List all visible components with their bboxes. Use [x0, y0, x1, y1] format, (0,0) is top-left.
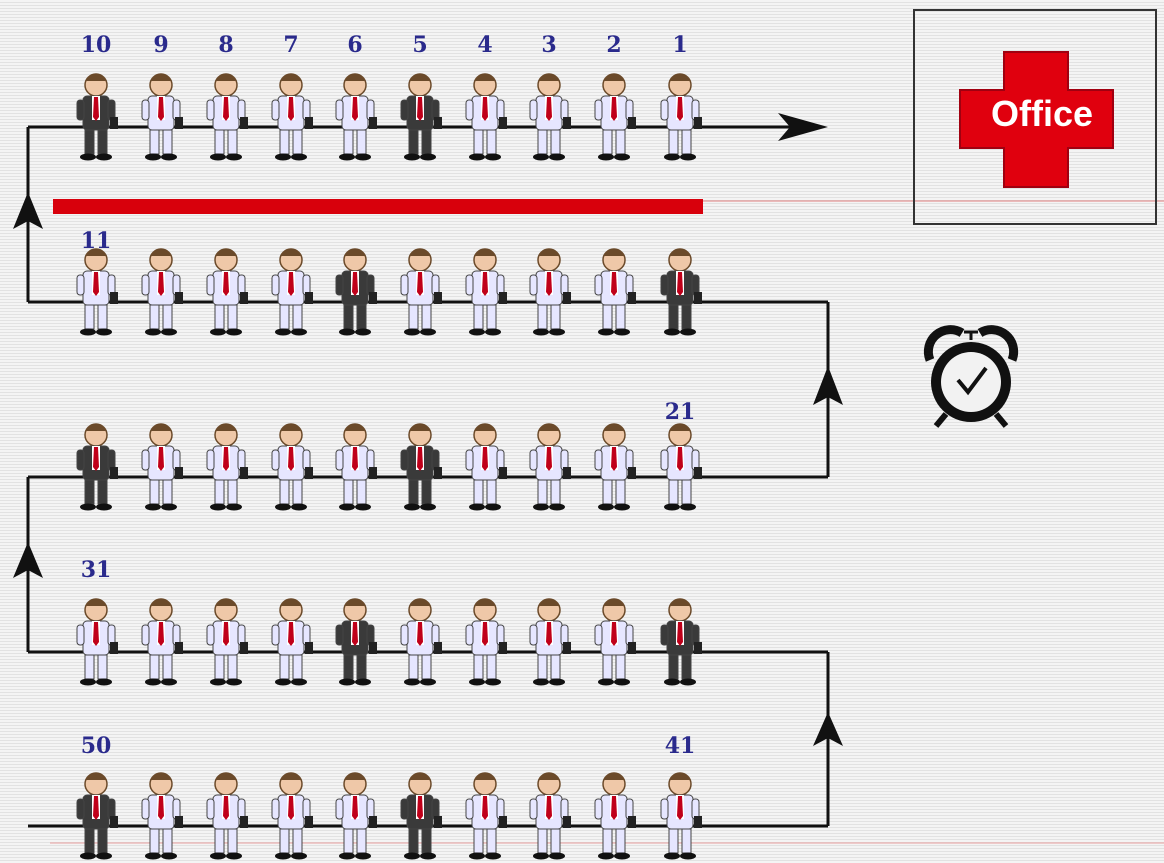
person-figure: [207, 773, 248, 860]
person-figure: [595, 773, 636, 860]
person-figure: [401, 773, 442, 860]
person-figure: [466, 599, 507, 686]
person-figure: [466, 74, 507, 161]
person-figure: [401, 424, 442, 511]
person-figure: [142, 249, 183, 336]
person-figure: [336, 773, 377, 860]
person-figure: [530, 773, 571, 860]
queue-number: 9: [153, 32, 168, 58]
person-figure: [401, 599, 442, 686]
person-figure: [77, 773, 118, 860]
queue-number: 31: [81, 557, 112, 583]
person-figure: [661, 424, 702, 511]
person-figure: [401, 249, 442, 336]
person-figure: [530, 249, 571, 336]
person-figure: [466, 773, 507, 860]
person-figure: [77, 249, 118, 336]
person-figure: [272, 249, 313, 336]
queue-number: 21: [665, 399, 696, 425]
person-figure: [142, 424, 183, 511]
person-figure: [530, 599, 571, 686]
person-figure: [595, 424, 636, 511]
person-figure: [661, 249, 702, 336]
person-figure: [272, 424, 313, 511]
person-figure: [272, 74, 313, 161]
person-figure: [142, 74, 183, 161]
queue-number: 10: [81, 32, 112, 58]
office-label: Office: [991, 93, 1093, 134]
person-figure: [207, 74, 248, 161]
person-figure: [466, 424, 507, 511]
person-figure: [595, 599, 636, 686]
person-figure: [336, 249, 377, 336]
queue-number: 41: [665, 733, 696, 759]
queue-number: 50: [81, 733, 112, 759]
queue-number: 8: [218, 32, 233, 58]
queue-number: 4: [477, 32, 492, 58]
queue-number: 2: [606, 32, 621, 58]
queue-number: 11: [81, 228, 112, 254]
person-figure: [336, 599, 377, 686]
person-figure: [530, 424, 571, 511]
person-figure: [207, 599, 248, 686]
queue-number: 5: [412, 32, 427, 58]
queue-number: 6: [347, 32, 362, 58]
person-figure: [272, 773, 313, 860]
person-figure: [466, 249, 507, 336]
person-figure: [595, 74, 636, 161]
person-figure: [207, 424, 248, 511]
person-figure: [77, 599, 118, 686]
person-figure: [272, 599, 313, 686]
person-figure: [77, 424, 118, 511]
person-figure: [401, 74, 442, 161]
person-figure: [661, 599, 702, 686]
queue-number: 3: [541, 32, 556, 58]
office-box: Office: [914, 10, 1156, 224]
person-figure: [142, 599, 183, 686]
red-barrier: [53, 199, 703, 214]
person-figure: [336, 424, 377, 511]
person-figure: [595, 249, 636, 336]
person-figure: [530, 74, 571, 161]
queue-number: 7: [283, 32, 298, 58]
alarm-clock-icon: [928, 330, 1013, 426]
person-figure: [77, 74, 118, 161]
person-figure: [207, 249, 248, 336]
person-figure: [142, 773, 183, 860]
person-figure: [336, 74, 377, 161]
person-figure: [661, 773, 702, 860]
person-figure: [661, 74, 702, 161]
queue-people: [77, 74, 702, 860]
queue-number: 1: [672, 32, 687, 58]
